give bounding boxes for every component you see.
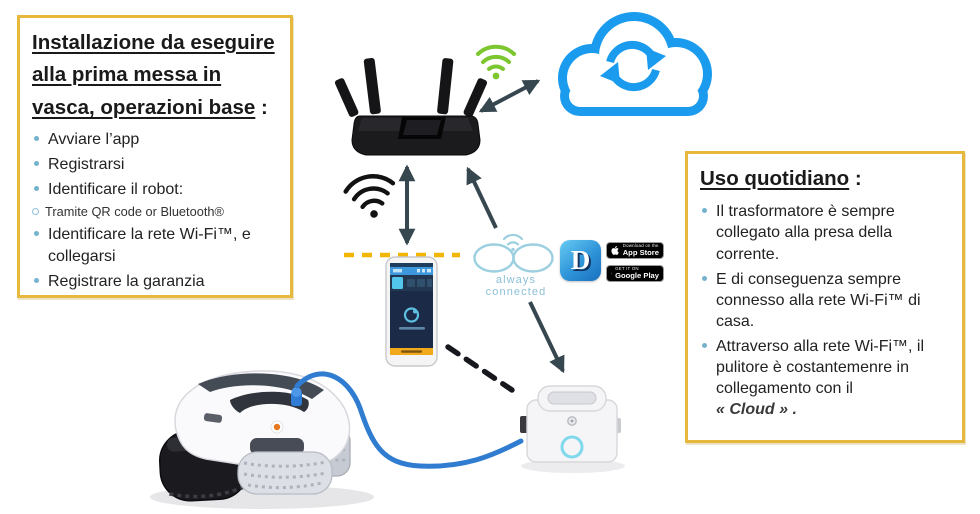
app-store-badge: Download on the App Store xyxy=(606,242,664,259)
list-item: Registrare la garanzia xyxy=(32,271,278,292)
dashed-black-line xyxy=(445,344,515,393)
cloud-word: « Cloud » . xyxy=(716,401,797,419)
wifi-icon-green xyxy=(476,44,516,80)
list-item: Avviare l’app xyxy=(32,129,278,150)
badge-bottom-line: Google Play xyxy=(615,271,659,281)
always-connected-icon xyxy=(473,233,554,273)
arrow-router-cloud xyxy=(478,79,541,113)
apple-icon xyxy=(611,245,619,255)
arrow-router-transformer-down xyxy=(528,301,565,374)
arrow-transformer-router-up xyxy=(466,166,498,229)
badge-top-line: GET IT ON xyxy=(615,266,639,271)
smartphone-illustration xyxy=(385,256,438,367)
robot-illustration xyxy=(150,370,374,509)
list-item: E di conseguenza sempre connesso alla re… xyxy=(700,269,950,332)
badge-bottom-line: App Store xyxy=(622,248,659,258)
power-cable xyxy=(294,371,524,469)
google-play-icon xyxy=(611,273,613,274)
daily-use-title: Uso quotidiano : xyxy=(700,167,862,190)
router-illustration xyxy=(334,58,488,156)
transformer-illustration xyxy=(520,385,625,473)
google-play-badge: GET IT ON Google Play xyxy=(606,265,664,282)
cloud-sync-icon xyxy=(558,12,712,116)
list-item: Identificare il robot: xyxy=(32,179,278,200)
daily-use-box: Uso quotidiano : Il trasformatore è semp… xyxy=(685,151,965,443)
installation-box: Installazione da eseguire alla prima mes… xyxy=(17,15,293,298)
wifi-icon-black xyxy=(343,174,396,218)
dolphin-app-icon: D xyxy=(560,240,601,281)
badge-top-line: Download on the xyxy=(622,243,659,248)
list-item: Identificare la rete Wi-Fi™, e collegars… xyxy=(32,224,278,266)
always-connected-label: always connected xyxy=(485,274,547,298)
list-sub-item: Tramite QR code or Bluetooth® xyxy=(32,204,278,220)
list-item: Registrarsi xyxy=(32,154,278,175)
installation-title: Installazione da eseguire alla prima mes… xyxy=(32,31,275,119)
list-item: Attraverso alla rete Wi-Fi™, il pulitore… xyxy=(700,336,950,420)
list-item: Il trasformatore è sempre collegato alla… xyxy=(700,201,950,264)
app-icon-letter: D xyxy=(570,245,591,275)
